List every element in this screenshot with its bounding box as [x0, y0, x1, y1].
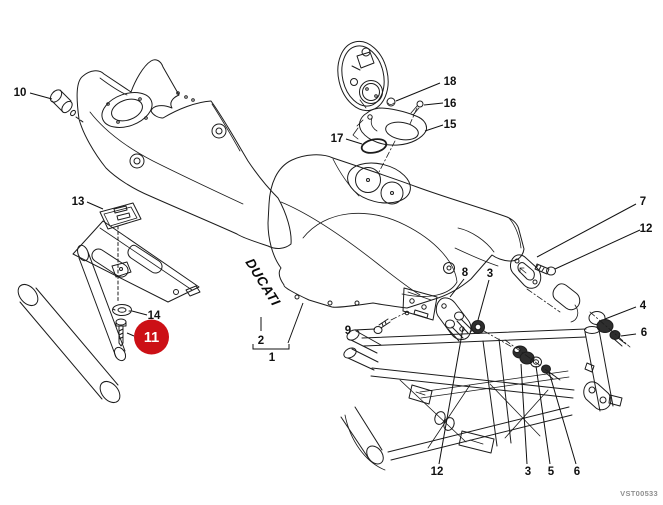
highlight-circle[interactable] [134, 319, 169, 355]
fuel-tank-drawing [267, 154, 525, 321]
callout-label-9[interactable]: 9 [345, 325, 351, 337]
callout-label-1[interactable]: 1 [269, 352, 276, 364]
callout-label-3-top[interactable]: 3 [487, 268, 493, 280]
callout-label-14[interactable]: 14 [148, 310, 161, 322]
subframe-drawing [17, 220, 201, 404]
leader-lines [29, 82, 641, 465]
fuel-cap-drawing [337, 40, 427, 173]
plate-part-drawing [99, 202, 142, 230]
callout-label-17[interactable]: 17 [331, 133, 344, 145]
callout-label-8[interactable]: 8 [462, 267, 469, 279]
frame-drawing [340, 283, 623, 471]
assembly-bracket [252, 344, 290, 350]
bumper-part-drawing [49, 89, 84, 123]
bracket8-drawing [435, 297, 513, 348]
callout-label-7[interactable]: 7 [640, 196, 646, 208]
callout-label-4[interactable]: 4 [640, 300, 647, 312]
drawing-code: VST00533 [620, 489, 658, 498]
mount4-drawing [588, 311, 631, 348]
oring-17-drawing [360, 138, 388, 154]
washer-part-drawing [112, 304, 132, 316]
callout-label-12-bottom[interactable]: 12 [431, 466, 444, 478]
callout-label-2[interactable]: 2 [258, 335, 264, 347]
plug-18-drawing [386, 97, 396, 107]
highlight-label: 11 [144, 330, 159, 346]
mounts-center-drawing [504, 339, 561, 381]
bracket7-drawing [510, 254, 561, 313]
callout-labels: 10 13 14 17 18 16 15 7 12 4 6 9 8 3 2 1 … [14, 76, 653, 478]
callout-label-16[interactable]: 16 [444, 98, 457, 110]
callout-label-3-bottom[interactable]: 3 [525, 466, 531, 478]
callout-label-5[interactable]: 5 [548, 466, 555, 478]
screw-part-drawing [115, 318, 127, 347]
callout-label-6-right[interactable]: 6 [641, 327, 647, 339]
screw-16-drawing [416, 100, 424, 108]
callout-label-12-right[interactable]: 12 [640, 223, 653, 235]
brand-logo-text: DUCATI [242, 256, 283, 309]
highlight-marker-11[interactable]: 11 [134, 319, 169, 355]
callout-label-18[interactable]: 18 [444, 76, 457, 88]
callout-label-13[interactable]: 13 [72, 196, 85, 208]
callout-label-6-bottom[interactable]: 6 [574, 466, 580, 478]
callout-label-10[interactable]: 10 [14, 87, 27, 99]
exploded-view-drawing [17, 40, 631, 471]
tail-cover-drawing [76, 59, 292, 249]
callout-label-15[interactable]: 15 [444, 119, 457, 131]
screw-9-drawing [373, 311, 408, 334]
